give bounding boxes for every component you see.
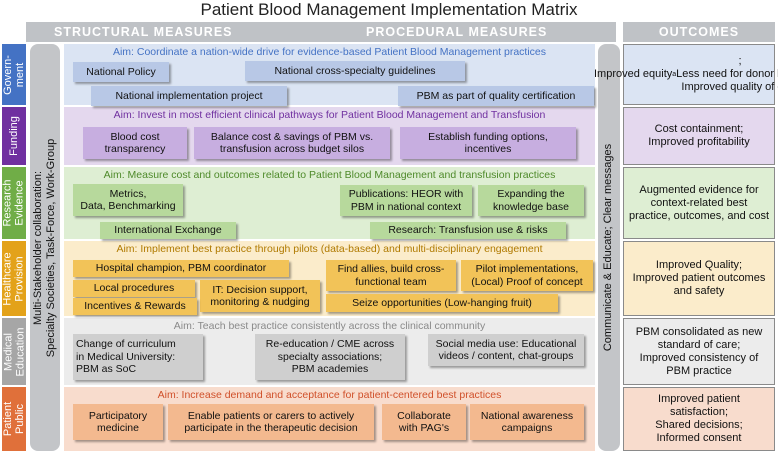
right-banner: Communicate & Educate; Clear messages <box>598 44 620 451</box>
box-find-allies: Find allies, build cross- functional tea… <box>326 260 456 291</box>
box-publications: Publications: HEOR with PBM in national … <box>340 185 472 216</box>
page-title: Patient Blood Management Implementation … <box>200 0 578 19</box>
box-national-guidelines: National cross-specialty guidelines <box>245 61 465 81</box>
header-procedural: PROCEDURAL MEASURES <box>366 25 548 39</box>
row-label-education: Medical Education <box>2 318 26 385</box>
box-balance-cost: Balance cost & savings of PBM vs. transf… <box>194 127 390 159</box>
outcome-research: Augmented evidence for context-related b… <box>623 167 775 239</box>
aim-healthcare: Aim: Implement best practice through pil… <box>116 243 543 255</box>
box-participatory: Participatory medicine <box>73 404 163 440</box>
box-blood-cost: Blood cost transparency <box>83 127 187 159</box>
box-it-decision: IT: Decision support, monitoring & nudgi… <box>200 280 320 312</box>
row-label-funding: Funding <box>2 107 26 165</box>
box-research-transfusion: Research: Transfusion use & risks <box>370 222 566 239</box>
box-incentives: Incentives & Rewards <box>73 298 197 315</box>
box-seize-opportunities: Seize opportunities (Low-hanging fruit) <box>326 294 558 312</box>
box-pilot: Pilot implementations, (Local) Proof of … <box>461 260 593 291</box>
box-implementation-project: National implementation project <box>91 86 287 106</box>
aim-government: Aim: Coordinate a nation-wide drive for … <box>112 46 547 58</box>
row-label-research: Research Evidence <box>2 167 26 239</box>
box-metrics: Metrics, Data, Benchmarking <box>73 184 183 216</box>
box-curriculum: Change of curriculum in Medical Universi… <box>73 334 203 380</box>
aim-research: Aim: Measure cost and outcomes related t… <box>103 169 556 181</box>
row-label-government: Govern- ment <box>2 44 26 105</box>
box-local-procedures: Local procedures <box>73 280 195 297</box>
box-national-policy: National Policy <box>73 62 169 82</box>
box-re-education: Re-education / CME across specialty asso… <box>255 334 405 380</box>
header-outcomes: OUTCOMES <box>623 22 775 42</box>
box-knowledge-base: Expanding the knowledge base <box>478 185 584 216</box>
aim-patient: Aim: Increase demand and acceptance for … <box>157 389 502 401</box>
box-collaborate-pag: Collaborate with PAG's <box>382 404 466 440</box>
box-social-media: Social media use: Educational videos / c… <box>428 334 584 366</box>
box-hospital-champion: Hospital champion, PBM coordinator <box>73 260 289 277</box>
outcome-funding: Cost containment; Improved profitability <box>623 107 775 165</box>
header-bar: STRUCTURAL MEASURES PROCEDURAL MEASURES <box>26 22 616 42</box>
outcome-healthcare: Improved Quality; Improved patient outco… <box>623 241 775 316</box>
left-banner: Multi-Stakeholder collaboration:Specialt… <box>30 44 60 451</box>
outcome-patient: Improved patient satisfaction; Shared de… <box>623 387 775 451</box>
aim-education: Aim: Teach best practice consistently ac… <box>173 320 486 332</box>
row-label-patient: Patient Public <box>2 387 26 451</box>
box-international-exchange: International Exchange <box>100 222 236 239</box>
box-awareness: National awareness campaigns <box>470 404 584 440</box>
box-quality-certification: PBM as part of quality certification <box>398 86 594 106</box>
box-enable-patients: Enable patients or carers to actively pa… <box>168 404 374 440</box>
outcome-education: PBM consolidated as new standard of care… <box>623 318 775 385</box>
box-funding-options: Establish funding options, incentives <box>400 127 576 159</box>
header-structural: STRUCTURAL MEASURES <box>54 25 233 39</box>
row-label-healthcare: Healthcare Provision <box>2 241 26 316</box>
aim-funding: Aim: Invest in most efficient clinical p… <box>113 109 546 121</box>
